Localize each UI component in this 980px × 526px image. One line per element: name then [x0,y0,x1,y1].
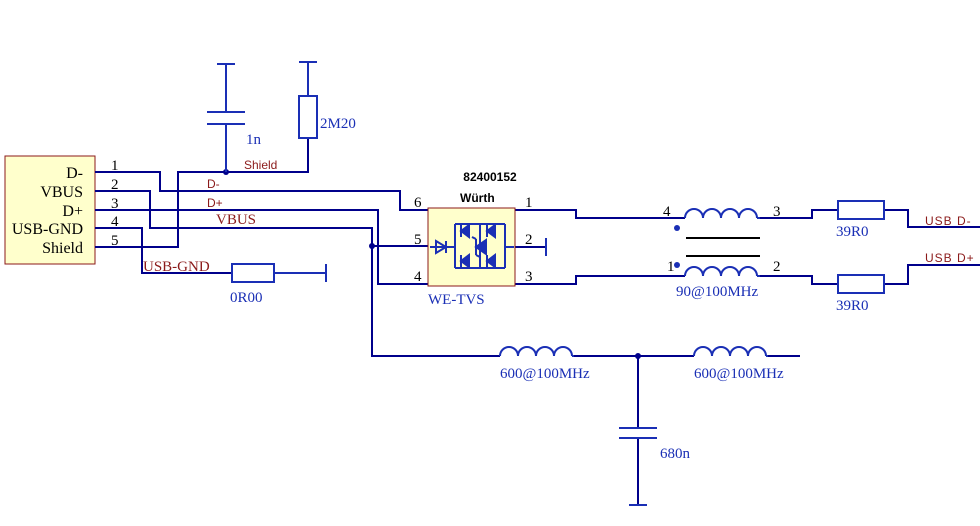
junction-vbus [369,243,375,249]
wire-shield [95,171,226,248]
tvs-name: WE-TVS [428,292,485,308]
ferrite-right-value: 600@100MHz [694,366,784,382]
cmc-coil-top [684,208,760,219]
cmc-pin-4: 4 [663,204,671,220]
cmc-coil-bottom [684,266,760,277]
wire-shield-top [226,138,309,173]
res-39r0-dplus-value: 39R0 [836,298,869,314]
net-label-dminus: D- [207,177,220,191]
connector-pin-label-usb-gnd: USB-GND [12,221,83,238]
tvs-internal-diodes [430,223,514,269]
res-0r00-value: 0R00 [230,290,263,306]
wire-usb-gnd [95,227,232,274]
capacitor-1n: 1n [207,63,262,172]
cmc-pin-1: 1 [667,259,675,275]
cmc-pin-2: 2 [773,259,781,275]
ferrite-right: 600@100MHz [693,346,784,382]
res-39r0-dminus-body [837,200,885,220]
wire-usb-dplus-out [884,264,980,285]
net-label-shield: Shield [244,158,277,172]
connector-pin-number-4: 4 [111,214,119,230]
tvs-pin-3: 3 [525,269,533,285]
connector-pin-number-2: 2 [111,177,119,193]
wire-usb-dminus-out [884,209,980,228]
connector-pin-number-5: 5 [111,233,119,249]
ferrite-left-coil [499,346,574,357]
res-2m20-value: 2M20 [320,116,356,132]
wire-dminus [95,171,430,211]
net-label-usb-gnd: USB-GND [143,259,210,275]
tvs-pin-5: 5 [414,232,422,248]
tvs-manufacturer: Würth [460,191,495,205]
res-39r0-dplus-body [837,274,885,294]
tvs-pin-4: 4 [414,269,422,285]
capacitor-680n: 680n [619,427,691,506]
net-label-dplus: D+ [207,196,223,210]
net-label-vbus: VBUS [216,212,256,228]
tvs-pin-6: 6 [414,195,422,211]
connector-pin-label-shield: Shield [42,240,83,257]
resistor-2m20: 2M20 [298,61,356,139]
connector-pin-label-dplus: D+ [62,203,83,220]
net-label-usb-dplus: USB D+ [925,251,975,265]
wire-vbus-down [371,246,500,357]
cap-680n-value: 680n [660,446,691,462]
resistor-0r00: 0R00 [230,263,327,306]
usb-connector: D- VBUS D+ USB-GND Shield 1 2 3 4 5 [4,155,119,265]
cmc-value: 90@100MHz [676,284,758,300]
cmc-pin-3: 3 [773,204,781,220]
wire-dplus-route [95,209,430,285]
ferrite-right-coil [693,346,768,357]
resistor-39r0-dminus: 39R0 [836,200,885,240]
wire-vbus [95,190,430,247]
cmc-dot-bottom [674,262,680,268]
tvs-part-number: 82400152 [463,170,517,184]
net-label-usb-dminus: USB D- [925,214,972,228]
ferrite-left: 600@100MHz [499,346,590,382]
tvs-device: 82400152 Würth 6 5 [414,170,547,308]
connector-pin-label-vbus: VBUS [40,184,83,201]
connector-body [4,155,96,265]
res-2m20-body [298,95,318,139]
wires [95,138,980,505]
common-mode-choke: 4 3 1 2 90@100MHz [663,204,781,300]
cap-1n-value: 1n [246,132,262,148]
res-39r0-dminus-value: 39R0 [836,224,869,240]
wire-cmc-dminus [760,209,838,219]
res-0r00-body [231,263,275,283]
tvs-pin-1: 1 [525,195,533,211]
wire-dplus-out [514,275,685,285]
connector-pin-number-1: 1 [111,158,119,174]
junction-ferrite [635,353,641,359]
resistor-39r0-dplus: 39R0 [836,274,885,314]
tvs-pin-2: 2 [525,232,533,248]
cmc-dot-top [674,225,680,231]
ferrite-left-value: 600@100MHz [500,366,590,382]
connector-pin-label-dminus: D- [66,165,83,182]
wire-cmc-dplus [760,275,838,285]
wire-dminus-out [514,209,685,219]
connector-pin-number-3: 3 [111,196,119,212]
